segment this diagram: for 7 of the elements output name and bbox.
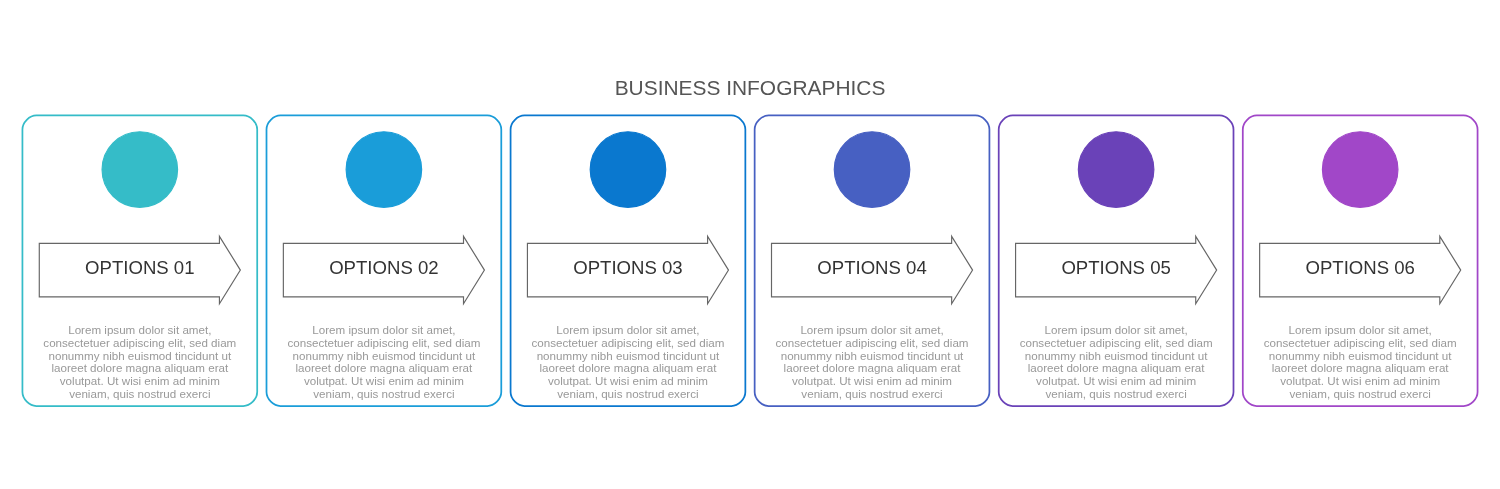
node-circle <box>1321 131 1399 208</box>
diagram-title: BUSINESS INFOGRAPHICS <box>614 76 886 100</box>
node-circle <box>1077 131 1155 208</box>
node-circle <box>345 131 423 208</box>
node-circle <box>833 131 911 208</box>
node-circle <box>589 131 667 208</box>
node-circle <box>101 131 179 208</box>
